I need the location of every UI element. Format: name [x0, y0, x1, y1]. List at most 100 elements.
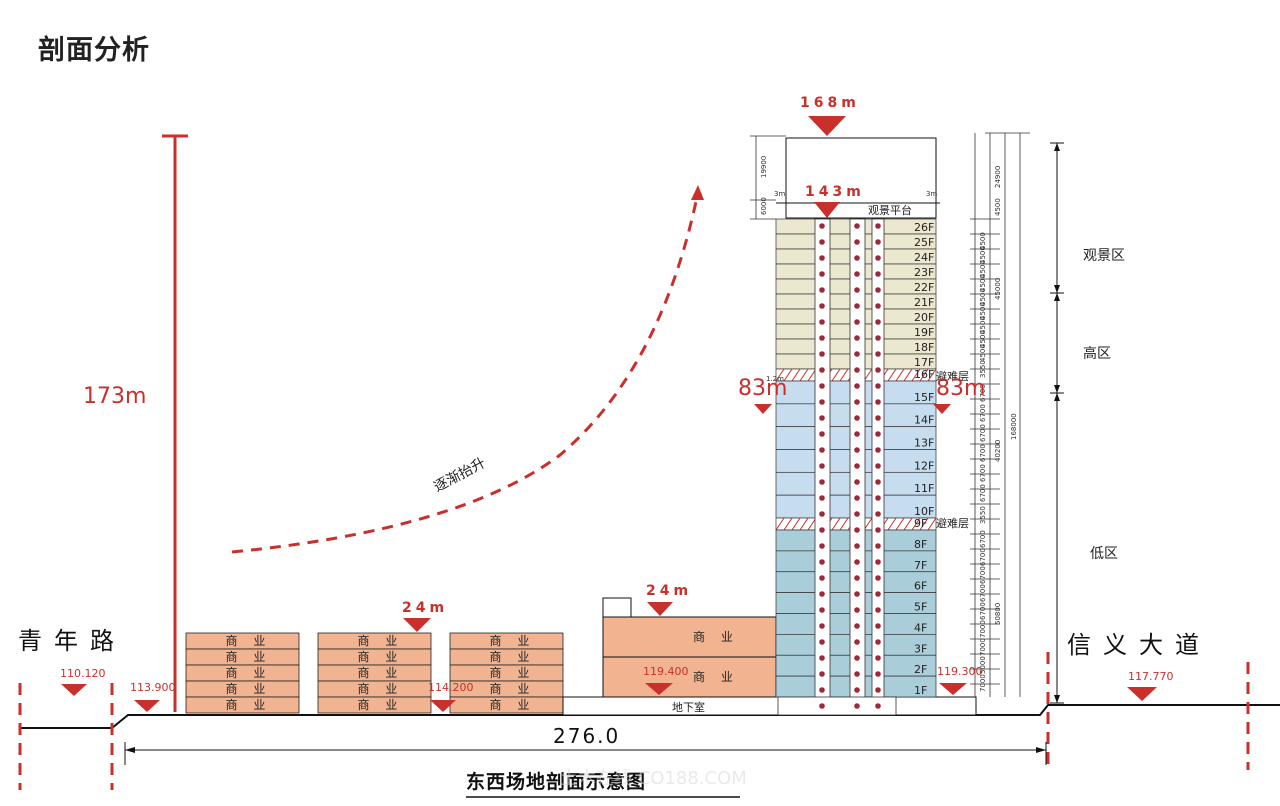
floor-label: 6F	[914, 580, 927, 593]
elevation-marker	[430, 700, 456, 712]
core-dot	[854, 351, 860, 357]
core-dot	[854, 591, 860, 597]
core-dot	[819, 527, 825, 533]
core-dot	[854, 255, 860, 261]
zone-observation: 观景区	[1083, 248, 1125, 264]
dim-value: 3550	[979, 506, 987, 524]
dim-value: 6700	[979, 484, 987, 502]
core-dot	[854, 303, 860, 309]
dim-value: 4500	[979, 344, 987, 362]
dim-value: 4500	[979, 260, 987, 278]
core-dot	[854, 335, 860, 341]
core-dot	[875, 271, 881, 277]
core-dot	[875, 239, 881, 245]
elev-east-road: 117.770	[1128, 670, 1174, 683]
floor-label: 15F	[914, 391, 934, 404]
dim-value: 45000	[994, 278, 1002, 300]
core-dot	[854, 655, 860, 661]
core-dot	[854, 671, 860, 677]
crown-dim-2: 6000	[760, 197, 768, 215]
core-dot	[854, 687, 860, 693]
core-dot	[854, 527, 860, 533]
floor-label: 2F	[914, 663, 927, 676]
floor-label: 4F	[914, 621, 927, 634]
zone-bracket-arrows	[1054, 143, 1060, 703]
zone-bracket	[1050, 142, 1064, 704]
refuge-hatch	[775, 368, 785, 382]
floor-label: 5F	[914, 601, 927, 614]
core-dot	[875, 591, 881, 597]
core-dot	[819, 255, 825, 261]
elevation-marker	[647, 602, 673, 616]
floor-label: 11F	[914, 482, 934, 495]
dim-value: 6700	[979, 424, 987, 442]
core-dot	[875, 607, 881, 613]
elevation-marker	[933, 404, 951, 414]
core-dot	[819, 383, 825, 389]
core-dot	[875, 527, 881, 533]
core-dot	[875, 655, 881, 661]
dim-value: 6700	[979, 530, 987, 548]
core-dot	[819, 303, 825, 309]
crown-dimension	[750, 135, 786, 220]
core-dot	[854, 511, 860, 517]
core-dot	[854, 495, 860, 501]
floor-label: 7F	[914, 559, 927, 572]
core-dot	[875, 639, 881, 645]
core-dot	[819, 655, 825, 661]
basement: 地下室	[562, 696, 977, 716]
rising-label: 逐渐抬升	[431, 455, 488, 495]
retail-label: 商 业	[490, 649, 536, 664]
core-dot	[875, 495, 881, 501]
dim-value: 50800	[994, 603, 1002, 625]
core-dot	[854, 399, 860, 405]
retail-label: 商 业	[358, 665, 404, 680]
retail-label: 商 业	[226, 697, 272, 712]
core-dot	[819, 511, 825, 517]
core-dot	[875, 223, 881, 229]
elevation-marker	[134, 700, 160, 712]
dim-value: 4500	[979, 330, 987, 348]
core-dot	[875, 575, 881, 581]
basement-label: 地下室	[672, 700, 705, 714]
core-dot	[854, 239, 860, 245]
core-dot	[819, 639, 825, 645]
refuge-hatch	[799, 368, 809, 382]
total-height-marker	[162, 134, 188, 712]
floor-label: 17F	[914, 356, 934, 369]
total-height-label: 173m	[83, 384, 146, 409]
dim-value: 6700	[979, 566, 987, 584]
crown-dim-1: 19900	[760, 156, 768, 178]
refuge-floor-upper-label: 避难层	[936, 369, 969, 383]
site-width-dimension	[124, 742, 1047, 765]
observation-deck-label: 观景平台	[868, 203, 912, 217]
core-dot	[854, 319, 860, 325]
core-dot	[819, 463, 825, 469]
core-dot	[854, 575, 860, 581]
core-dot	[854, 703, 860, 709]
elevation-marker	[645, 683, 673, 695]
retail-label: 商 业	[358, 681, 404, 696]
refuge-hatch	[911, 368, 921, 382]
core-dot	[819, 367, 825, 373]
refuge-hatch	[919, 368, 929, 382]
dim-value: 6700	[979, 548, 987, 566]
dim-value: 4500	[979, 316, 987, 334]
dim-value: 4500	[979, 302, 987, 320]
core-dot	[819, 271, 825, 277]
core-dot	[819, 287, 825, 293]
site-width-label: 276.0	[553, 724, 620, 748]
setback-right: 3m	[926, 190, 937, 198]
floor-label: 20F	[914, 311, 934, 324]
core-dot	[875, 303, 881, 309]
floor-label: 16F	[914, 368, 934, 381]
right-dimensions: 2490045004500040200508001680004500450045…	[970, 132, 1030, 697]
core-dot	[854, 479, 860, 485]
refuge-hatch	[791, 368, 801, 382]
page-title: 剖面分析	[38, 35, 150, 66]
zone-low: 低区	[1090, 546, 1118, 562]
floor-label: 26F	[914, 221, 934, 234]
refuge-hatch	[775, 517, 785, 531]
core-dot	[819, 607, 825, 613]
